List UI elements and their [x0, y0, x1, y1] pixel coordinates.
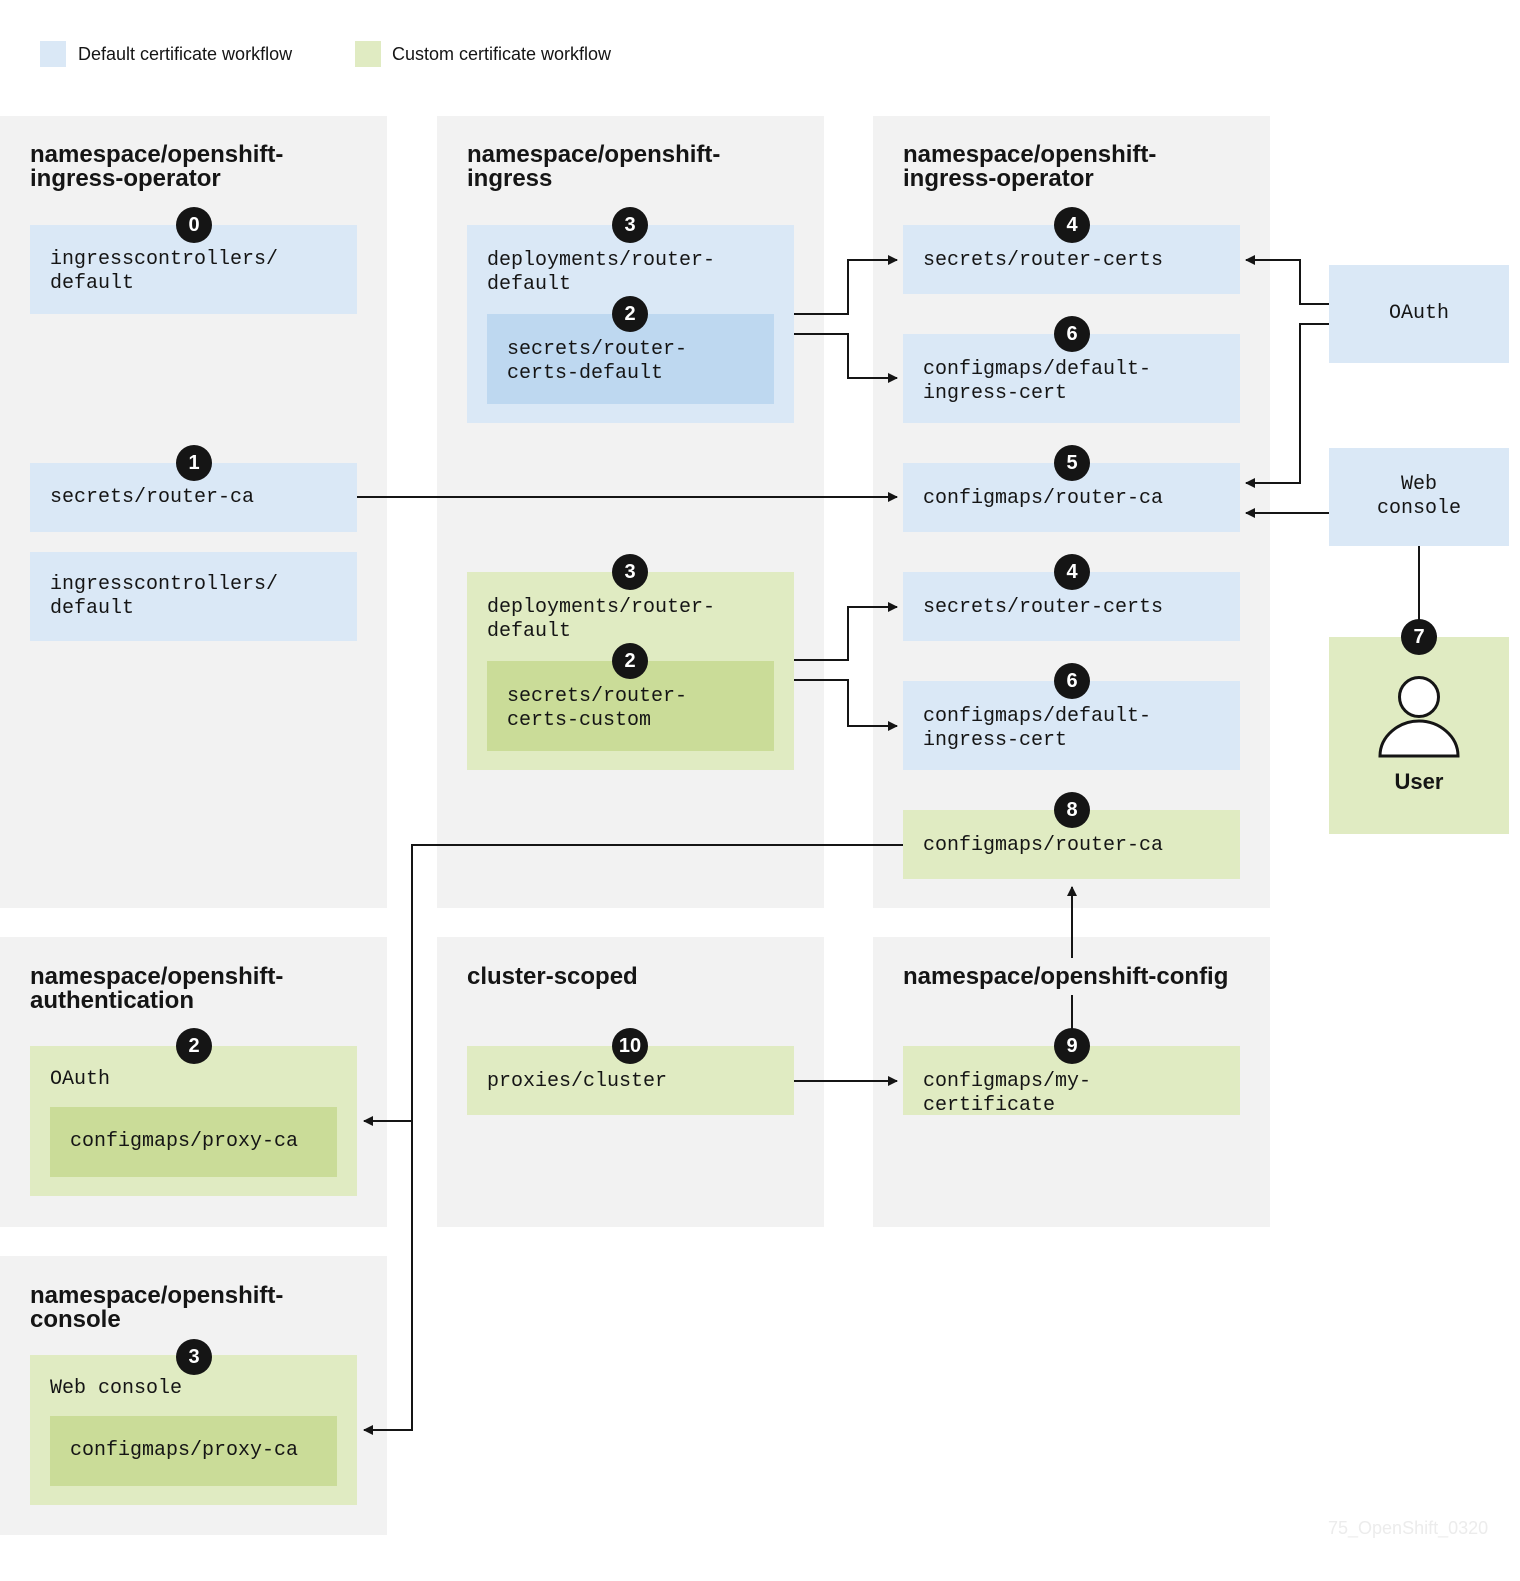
step-badge-4-custom: 4	[1054, 554, 1090, 590]
legend-label-default: Default certificate workflow	[78, 44, 293, 64]
legend-swatch-default	[40, 41, 66, 67]
step-badge-2-auth: 2	[176, 1028, 212, 1064]
box-ingresscontrollers-default-2: ingresscontrollers/ default	[30, 552, 357, 641]
step-badge-9: 9	[1054, 1028, 1090, 1064]
namespace-title-ingress: namespace/openshift- ingress	[467, 141, 721, 192]
box-secrets-router-certs-1: secrets/router-certs	[903, 225, 1240, 294]
user-label: User	[1394, 769, 1444, 794]
box-oauth-external: OAuth	[1329, 265, 1509, 363]
step-badge-10: 10	[612, 1028, 648, 1064]
box-web-console-external: Web console	[1329, 448, 1509, 546]
step-badge-4-default: 4	[1054, 207, 1090, 243]
step-badge-6-custom: 6	[1054, 663, 1090, 699]
legend-swatch-custom	[355, 41, 381, 67]
user-icon	[1378, 676, 1460, 758]
step-badge-0: 0	[176, 207, 212, 243]
step-badge-3-default: 3	[612, 207, 648, 243]
namespace-title-ingress-operator-left: namespace/openshift- ingress-operator	[30, 141, 284, 192]
step-badge-5: 5	[1054, 445, 1090, 481]
step-badge-3-custom: 3	[612, 554, 648, 590]
box-secrets-router-certs-2: secrets/router-certs	[903, 572, 1240, 641]
step-badge-3-console: 3	[176, 1339, 212, 1375]
box-configmaps-router-ca-2: configmaps/router-ca	[903, 810, 1240, 879]
image-watermark: 75_OpenShift_0320	[1328, 1518, 1489, 1538]
legend-label-custom: Custom certificate workflow	[392, 44, 612, 64]
namespace-title-config: namespace/openshift-config	[903, 963, 1229, 990]
box-configmaps-default-ingress-cert-2: configmaps/default- ingress-cert	[903, 681, 1240, 770]
step-badge-7: 7	[1401, 619, 1437, 655]
step-badge-1: 1	[176, 445, 212, 481]
namespace-title-cluster-scoped: cluster-scoped	[467, 963, 638, 990]
step-badge-6-default: 6	[1054, 316, 1090, 352]
namespace-title-console: namespace/openshift- console	[30, 1282, 284, 1333]
namespace-title-ingress-operator-right: namespace/openshift- ingress-operator	[903, 141, 1157, 192]
step-badge-2-custom: 2	[612, 643, 648, 679]
box-ingresscontrollers-default-1: ingresscontrollers/ default	[30, 225, 357, 314]
step-badge-2-default: 2	[612, 296, 648, 332]
box-configmaps-proxy-ca-1: configmaps/proxy-ca	[50, 1107, 337, 1177]
namespace-title-authentication: namespace/openshift- authentication	[30, 963, 284, 1014]
box-configmaps-proxy-ca-2: configmaps/proxy-ca	[50, 1416, 337, 1486]
step-badge-8: 8	[1054, 792, 1090, 828]
box-user: User	[1329, 637, 1509, 834]
